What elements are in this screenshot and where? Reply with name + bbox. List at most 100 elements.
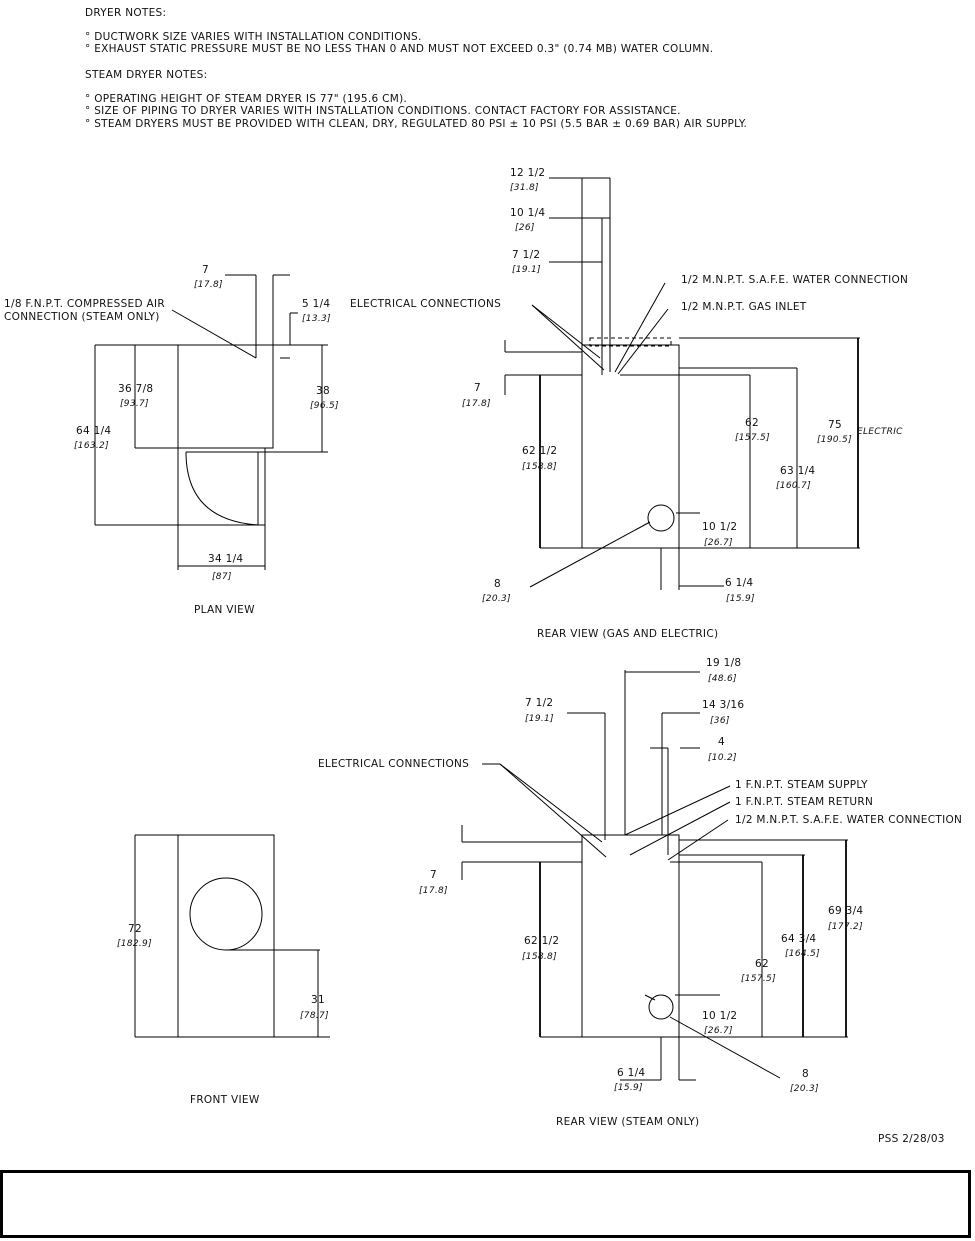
- rear-gas-dim-75-metric: [190.5]: [817, 435, 852, 445]
- front-view-title: FRONT VIEW: [190, 1094, 260, 1106]
- rear-steam-return-label: 1 F.N.P.T. STEAM RETURN: [735, 796, 873, 808]
- dryer-notes-title: DRYER NOTES:: [85, 7, 166, 19]
- plan-dim-34-1-4: 34 1/4: [208, 553, 243, 565]
- rear-steam-dim-14-3-16-metric: [36]: [710, 716, 730, 726]
- front-door-circle: [189, 877, 263, 951]
- rear-gas-dim-6-1-4: 6 1/4: [725, 577, 753, 589]
- rear-steam-dim-7-1-2: 7 1/2: [525, 697, 553, 709]
- rear-gas-water-label: 1/2 M.N.P.T. S.A.F.E. WATER CONNECTION: [681, 274, 908, 286]
- rear-gas-electrical-label: ELECTRICAL CONNECTIONS: [350, 298, 501, 310]
- rear-gas-dim-10-1-4-metric: [26]: [515, 223, 535, 233]
- rear-steam-dim-19-1-8-metric: [48.6]: [708, 674, 737, 684]
- rear-gas-dim-12-1-2: 12 1/2: [510, 167, 545, 179]
- rear-steam-dim-62-metric: [157.5]: [741, 974, 776, 984]
- plan-air-leader: [171, 309, 257, 359]
- steam-note-3: ° STEAM DRYERS MUST BE PROVIDED WITH CLE…: [85, 118, 747, 130]
- rear-steam-dim-62-1-2: 62 1/2: [524, 935, 559, 947]
- title-block-frame: [0, 1170, 971, 1238]
- rear-steam-dim-62-1-2-metric: [158.8]: [522, 952, 557, 962]
- rear-steam-dim-7-1-2-metric: [19.1]: [525, 714, 554, 724]
- rear-gas-dim-12-1-2-metric: [31.8]: [510, 183, 539, 193]
- rear-gas-dim-7-metric: [17.8]: [462, 399, 491, 409]
- dryer-note-1: ° DUCTWORK SIZE VARIES WITH INSTALLATION…: [85, 31, 422, 43]
- rear-gas-dim-62: 62: [745, 417, 759, 429]
- rear-gas-dim-63-1-4: 63 1/4: [780, 465, 815, 477]
- rear-steam-dim-4: 4: [718, 736, 725, 748]
- rear-gas-dim-7-1-2: 7 1/2: [512, 249, 540, 261]
- rear-steam-dim-64-3-4: 64 3/4: [781, 933, 816, 945]
- front-cabinet: [177, 834, 275, 1038]
- rear-gas-dim-63-1-4-metric: [160.7]: [776, 481, 811, 491]
- notes-block: DRYER NOTES: ° DUCTWORK SIZE VARIES WITH…: [85, 7, 747, 130]
- front-dim-72: 72: [128, 923, 142, 935]
- rear-steam-dim-69-3-4-metric: [177.2]: [828, 922, 863, 932]
- rear-steam-dim-6-1-4-metric: [15.9]: [614, 1083, 643, 1093]
- plan-dim-7-metric: [17.8]: [194, 280, 223, 290]
- plan-dim-7: 7: [202, 264, 209, 276]
- rear-view-gas: 12 1/2 [31.8] 10 1/4 [26] 7 1/2 [19.1] 1…: [350, 167, 908, 640]
- rear-view-steam: 19 1/8 [48.6] 7 1/2 [19.1] 14 3/16 [36] …: [318, 657, 962, 1128]
- rear-steam-title: REAR VIEW (STEAM ONLY): [556, 1116, 699, 1128]
- rear-gas-electric-label: ELECTRIC: [857, 427, 903, 437]
- rear-steam-water-label: 1/2 M.N.P.T. S.A.F.E. WATER CONNECTION: [735, 814, 962, 826]
- rear-gas-dim-75: 75: [828, 419, 842, 431]
- rear-gas-dim-62-1-2-metric: [158.8]: [522, 462, 557, 472]
- dryer-note-2: ° EXHAUST STATIC PRESSURE MUST BE NO LES…: [85, 43, 713, 55]
- rear-steam-dim-19-1-8: 19 1/8: [706, 657, 741, 669]
- rear-gas-top-dash: [589, 337, 672, 347]
- revision-stamp: PSS 2/28/03: [878, 1133, 945, 1145]
- rear-gas-dim-6-1-4-metric: [15.9]: [726, 594, 755, 604]
- rear-gas-dim-62-metric: [157.5]: [735, 433, 770, 443]
- plan-dim-64-1-4: 64 1/4: [76, 425, 111, 437]
- front-dim-31: 31: [311, 994, 325, 1006]
- rear-steam-dim-10-1-2-metric: [26.7]: [704, 1026, 733, 1036]
- rear-gas-dim-62-1-2: 62 1/2: [522, 445, 557, 457]
- rear-gas-dim-10-1-2: 10 1/2: [702, 521, 737, 533]
- plan-door-area: [177, 447, 266, 526]
- plan-dim-36-7-8-metric: [93.7]: [120, 399, 149, 409]
- rear-steam-dim-69-3-4: 69 3/4: [828, 905, 863, 917]
- rear-steam-dim-8-metric: [20.3]: [790, 1084, 819, 1094]
- rear-steam-dim-7-metric: [17.8]: [419, 886, 448, 896]
- rear-gas-dim-7-1-2-metric: [19.1]: [512, 265, 541, 275]
- plan-view-title: PLAN VIEW: [194, 604, 255, 616]
- rear-steam-electrical-label: ELECTRICAL CONNECTIONS: [318, 758, 469, 770]
- plan-dim-5-1-4-metric: [13.3]: [302, 314, 331, 324]
- rear-steam-cabinet: [581, 834, 680, 1038]
- rear-gas-dim-10-1-2-metric: [26.7]: [704, 538, 733, 548]
- plan-dim-34-1-4-metric: [87]: [212, 572, 232, 582]
- front-dim-72-metric: [182.9]: [117, 939, 152, 949]
- front-view: 72 [182.9] 31 [78.7] FRONT VIEW: [117, 834, 330, 1106]
- rear-gas-exhaust-circle: [647, 504, 675, 532]
- plan-dim-64-1-4-metric: [163.2]: [74, 441, 109, 451]
- rear-steam-dim-10-1-2: 10 1/2: [702, 1010, 737, 1022]
- plan-dim-38: 38: [316, 385, 330, 397]
- front-dim-31-metric: [78.7]: [300, 1011, 329, 1021]
- rear-gas-dim-8: 8: [494, 578, 501, 590]
- rear-steam-dim-4-metric: [10.2]: [708, 753, 737, 763]
- rear-gas-inlet-label: 1/2 M.N.P.T. GAS INLET: [681, 301, 807, 313]
- plan-dim-36-7-8: 36 7/8: [118, 383, 153, 395]
- rear-gas-dim-7: 7: [474, 382, 481, 394]
- plan-view: 36 7/8 [93.7] 64 1/4 [163.2] 38 [96.5] 7…: [4, 264, 339, 616]
- rear-gas-dim-10-1-4: 10 1/4: [510, 207, 545, 219]
- rear-steam-dim-14-3-16: 14 3/16: [702, 699, 744, 711]
- rear-steam-dim-7: 7: [430, 869, 437, 881]
- steam-notes-title: STEAM DRYER NOTES:: [85, 69, 207, 81]
- rear-gas-title: REAR VIEW (GAS AND ELECTRIC): [537, 628, 718, 640]
- plan-air-label-2: CONNECTION (STEAM ONLY): [4, 311, 160, 323]
- rear-steam-dim-6-1-4: 6 1/4: [617, 1067, 645, 1079]
- plan-air-label-1: 1/8 F.N.P.T. COMPRESSED AIR: [4, 298, 165, 310]
- rear-steam-exhaust-circle: [648, 994, 674, 1020]
- rear-steam-dim-64-3-4-metric: [164.5]: [785, 949, 820, 959]
- rear-steam-supply-label: 1 F.N.P.T. STEAM SUPPLY: [735, 779, 868, 791]
- rear-gas-dim-8-metric: [20.3]: [482, 594, 511, 604]
- plan-dim-5-1-4: 5 1/4: [302, 298, 330, 310]
- plan-door-swing-arc: [185, 451, 259, 526]
- plan-cabinet-outline: [177, 344, 274, 449]
- steam-note-1: ° OPERATING HEIGHT OF STEAM DRYER IS 77"…: [85, 93, 407, 105]
- plan-dim-38-metric: [96.5]: [310, 401, 339, 411]
- steam-note-2: ° SIZE OF PIPING TO DRYER VARIES WITH IN…: [85, 105, 681, 117]
- rear-steam-dim-8: 8: [802, 1068, 809, 1080]
